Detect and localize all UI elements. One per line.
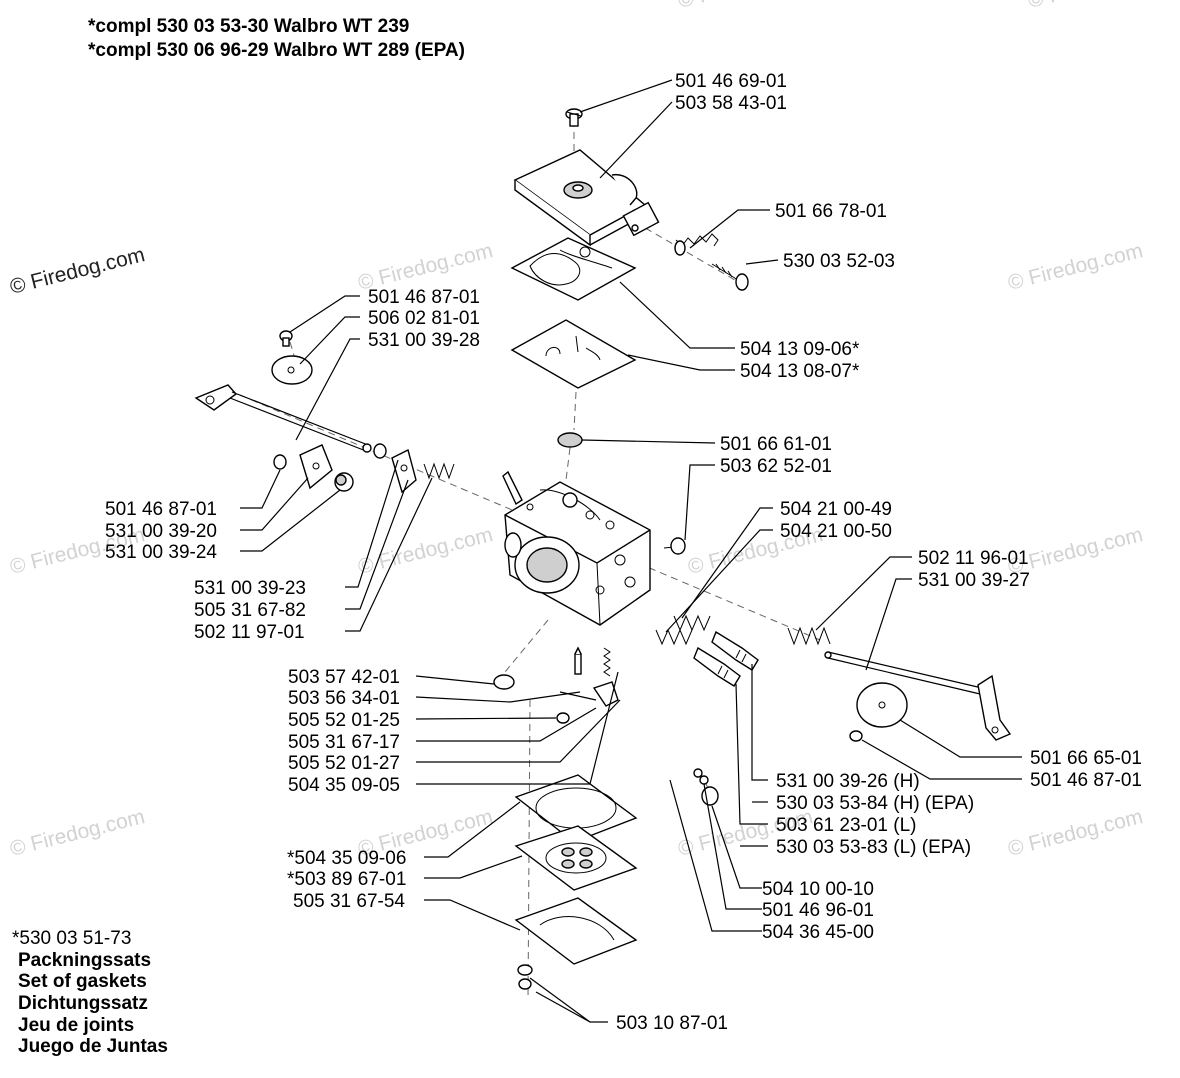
needle-o-ring	[693, 768, 709, 785]
callout-label: 531 00 39-28	[368, 330, 480, 351]
throttle-shaft	[194, 384, 372, 453]
callout-label: 501 46 96-01	[762, 900, 874, 921]
callout-label: *503 89 67-01	[287, 869, 406, 890]
callout-label: 504 35 09-05	[288, 775, 400, 796]
choke-spring	[787, 626, 831, 646]
callout-label: 501 46 87-01	[1030, 770, 1142, 791]
needle-valve-seat	[493, 674, 515, 690]
callout-label: 531 00 39-26 (H)	[776, 771, 920, 792]
watermark-text: © Firedog.com	[676, 0, 815, 13]
callout-label: 505 52 01-25	[288, 710, 400, 731]
throttle-lever	[273, 444, 333, 490]
cover-screw	[711, 263, 749, 291]
callout-label: 504 21 00-49	[780, 499, 892, 520]
callout-label: 501 66 78-01	[775, 201, 887, 222]
kit-number: *530 03 51-73	[12, 928, 131, 949]
watermark-text: © Firedog.com	[356, 523, 495, 579]
top-screw	[565, 108, 583, 127]
watermark-text: © Firedog.com	[1026, 0, 1165, 13]
callout-label: 505 31 67-82	[194, 600, 306, 621]
choke-plate	[856, 682, 908, 728]
choke-shaft	[824, 651, 1012, 741]
watermark-text: © Firedog.com	[1006, 805, 1145, 861]
pump-gasket	[510, 237, 637, 301]
callout-label: 531 00 39-27	[918, 570, 1030, 591]
metering-cover	[514, 897, 638, 965]
inlet-needle	[574, 646, 582, 675]
header-line-2: *compl 530 06 96-29 Walbro WT 289 (EPA)	[88, 40, 465, 61]
callout-label: 501 46 87-01	[368, 287, 480, 308]
callout-label: 503 62 52-01	[720, 456, 832, 477]
callout-label: *504 35 09-06	[287, 848, 406, 869]
watermark-text: © Firedog.com	[1006, 239, 1145, 295]
throttle-shaft-washer	[373, 443, 387, 459]
kit-name: Dichtungssatz	[18, 993, 148, 1014]
metering-screw	[556, 712, 570, 724]
throttle-plate-screw	[279, 330, 293, 347]
callout-label: 505 52 01-27	[288, 753, 400, 774]
throttle-return-spring	[423, 462, 455, 480]
callout-label: 530 03 53-84 (H) (EPA)	[776, 793, 974, 814]
callout-label: 506 02 81-01	[368, 308, 480, 329]
callout-label: 504 13 09-06*	[740, 339, 860, 360]
callout-label: 501 66 61-01	[720, 434, 832, 455]
callout-label: 530 03 53-83 (L) (EPA)	[776, 837, 971, 858]
callout-label: 503 10 87-01	[616, 1013, 728, 1034]
needle-limiter-cap	[701, 786, 719, 806]
callout-label: 505 31 67-54	[293, 891, 405, 912]
callout-label: 503 56 34-01	[288, 688, 400, 709]
callout-label: 501 46 69-01	[675, 71, 787, 92]
fuel-screen	[557, 432, 583, 448]
bottom-screws	[517, 964, 533, 990]
throttle-plate	[271, 355, 313, 385]
metering-lever	[592, 681, 619, 707]
choke-plate-screw	[849, 730, 863, 742]
metering-diaphragm	[514, 825, 638, 891]
callout-label: 504 13 08-07*	[740, 361, 860, 382]
metering-spring	[603, 647, 611, 677]
callout-label: 502 11 96-01	[918, 548, 1029, 569]
callout-label: 531 00 39-23	[194, 578, 306, 599]
pump-diaphragm	[510, 319, 637, 389]
watermark-text: © Firedog.com	[8, 805, 147, 861]
kit-name: Jeu de joints	[18, 1015, 134, 1036]
kit-name: Packningssats	[18, 950, 151, 971]
throttle-return-lever	[391, 448, 417, 494]
callout-label: 504 10 00-10	[762, 879, 874, 900]
needle-springs	[655, 614, 711, 646]
leader-lines	[240, 79, 1022, 1023]
callout-label: 504 36 45-00	[762, 922, 874, 943]
callout-label: 501 46 87-01	[105, 499, 217, 520]
callout-label: 501 66 65-01	[1030, 748, 1142, 769]
callout-label: 503 57 42-01	[288, 667, 400, 688]
callout-label: 504 21 00-50	[780, 521, 892, 542]
body-screw	[663, 537, 686, 555]
gasket-kit-legend: *530 03 51-73 Packningssats Set of gaske…	[12, 928, 168, 1057]
low-speed-needle	[693, 646, 741, 687]
callout-label: 503 61 23-01 (L)	[776, 815, 917, 836]
callout-label: 531 00 39-24	[105, 542, 217, 563]
callout-labels: 501 46 69-01 503 58 43-01 501 66 78-01 5…	[105, 71, 1142, 1034]
carburetor-body	[502, 470, 651, 626]
adjusting-spring	[674, 233, 719, 256]
pump-cover	[513, 149, 660, 247]
kit-name: Set of gaskets	[18, 971, 147, 992]
header-line-1: *compl 530 03 53-30 Walbro WT 239	[88, 16, 409, 37]
metering-lever-pin	[559, 691, 597, 701]
throttle-bushing	[334, 472, 354, 492]
callout-label: 505 31 67-17	[288, 732, 400, 753]
callout-label: 503 58 43-01	[675, 93, 787, 114]
callout-label: 502 11 97-01	[194, 622, 305, 643]
callout-label: 530 03 52-03	[783, 251, 895, 272]
callout-label: 531 00 39-20	[105, 521, 217, 542]
kit-name: Juego de Juntas	[18, 1036, 168, 1057]
watermark-text: © Firedog.com	[8, 243, 147, 299]
